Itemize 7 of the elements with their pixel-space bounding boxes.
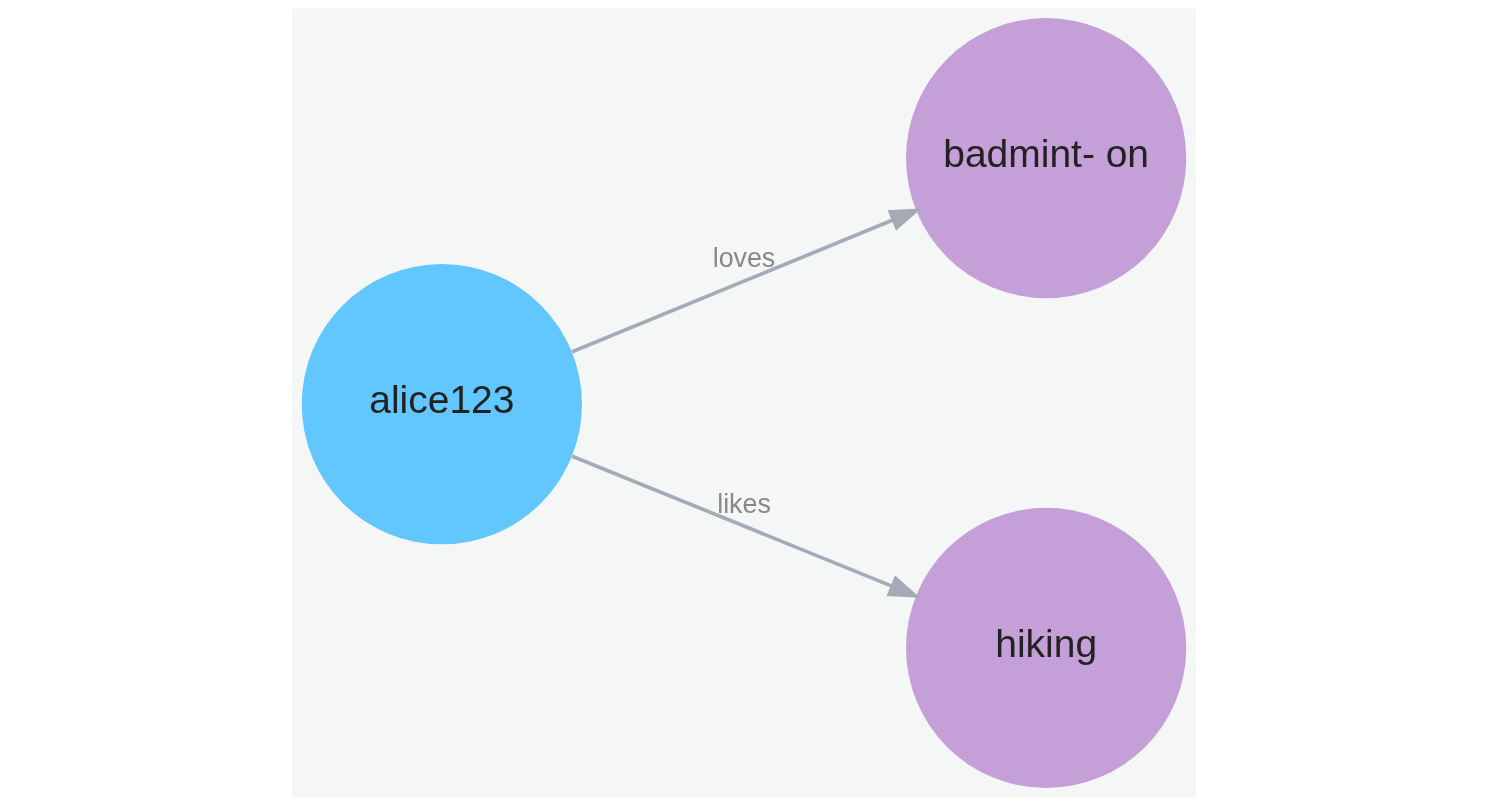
edge-label: likes (716, 489, 771, 520)
node-circle: badmint- on (905, 18, 1186, 299)
node-circle: alice123 (301, 264, 582, 545)
arrow (570, 208, 921, 354)
edge-label: loves (712, 243, 775, 274)
arrow (570, 454, 920, 598)
node-circle: hiking (905, 507, 1186, 788)
